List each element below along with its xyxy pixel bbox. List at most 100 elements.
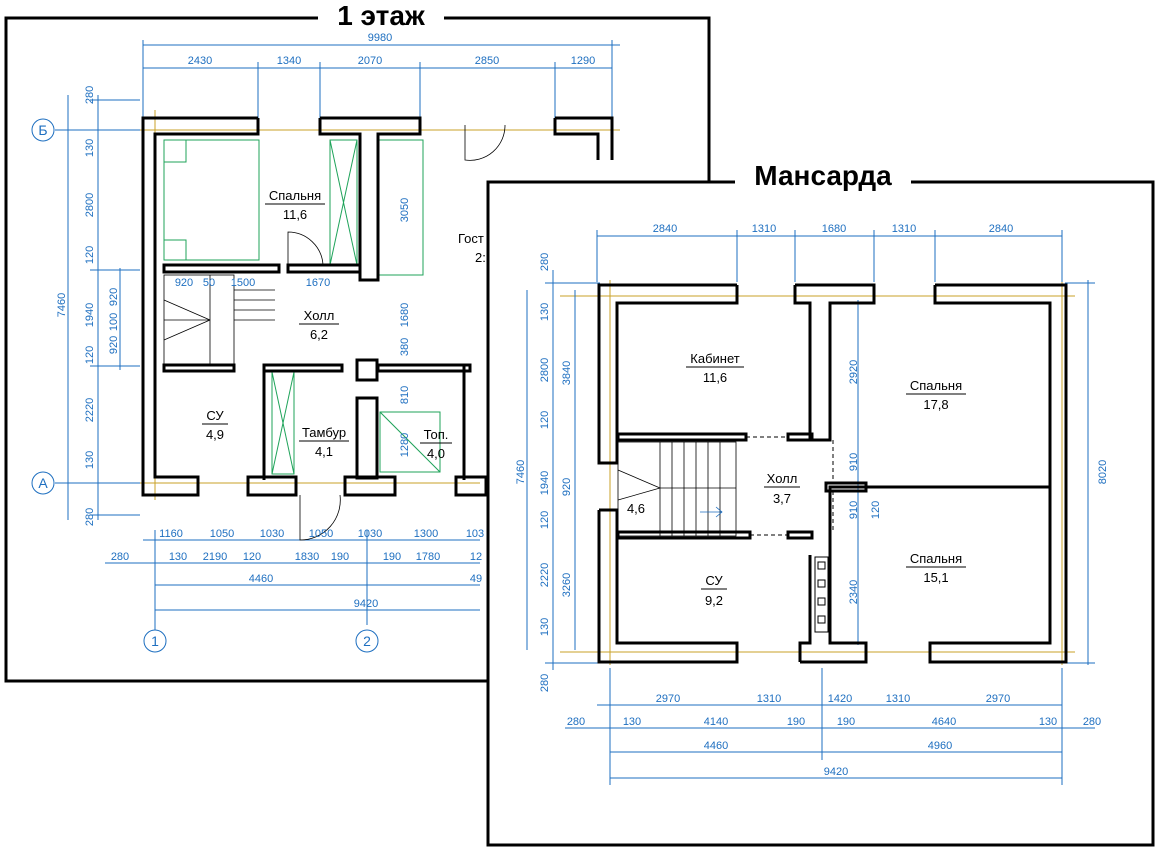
floor2-stair bbox=[617, 441, 737, 537]
svg-text:9980: 9980 bbox=[368, 32, 392, 44]
svg-text:130: 130 bbox=[169, 551, 187, 563]
room-spalnya1-name: Спальня bbox=[910, 378, 962, 393]
floor2-chimney bbox=[814, 556, 829, 633]
svg-text:2850: 2850 bbox=[475, 55, 499, 67]
svg-text:50: 50 bbox=[203, 277, 215, 289]
svg-text:910: 910 bbox=[848, 501, 860, 519]
svg-text:2220: 2220 bbox=[84, 398, 96, 422]
svg-text:1680: 1680 bbox=[822, 223, 846, 235]
room-holl-name: Холл bbox=[304, 308, 335, 323]
svg-text:130: 130 bbox=[84, 451, 96, 469]
floor1-dimension-texts: 9980 2430 1340 2070 2850 1290 7460 280 1… bbox=[56, 32, 595, 610]
svg-text:1310: 1310 bbox=[757, 693, 781, 705]
svg-text:2920: 2920 bbox=[848, 360, 860, 384]
svg-text:1420: 1420 bbox=[828, 693, 852, 705]
room-spalnya-area: 11,6 bbox=[283, 207, 307, 222]
svg-text:280: 280 bbox=[111, 551, 129, 563]
svg-text:1310: 1310 bbox=[892, 223, 916, 235]
svg-text:1500: 1500 bbox=[231, 277, 255, 289]
room-gost-area: 2: bbox=[475, 250, 486, 265]
room-stair-area: 4,6 bbox=[627, 501, 645, 516]
floor1-title: 1 этаж bbox=[337, 0, 426, 31]
svg-text:120: 120 bbox=[84, 246, 96, 264]
svg-text:1160: 1160 bbox=[159, 528, 183, 540]
room-su2-name: СУ bbox=[705, 573, 723, 588]
floor1-dimension-lines bbox=[67, 40, 620, 630]
svg-text:1050: 1050 bbox=[309, 528, 333, 540]
room-holl2-area: 3,7 bbox=[773, 491, 791, 506]
svg-text:2840: 2840 bbox=[653, 223, 677, 235]
svg-text:2220: 2220 bbox=[539, 563, 551, 587]
svg-text:280: 280 bbox=[539, 253, 551, 271]
room-su-name: СУ bbox=[206, 408, 224, 423]
svg-text:4640: 4640 bbox=[932, 716, 956, 728]
svg-text:2840: 2840 bbox=[989, 223, 1013, 235]
svg-text:7460: 7460 bbox=[56, 293, 68, 317]
floor2-plan: Мансарда bbox=[486, 158, 1155, 847]
room-kabinet-area: 11,6 bbox=[703, 370, 727, 385]
svg-text:3050: 3050 bbox=[399, 198, 411, 222]
svg-text:190: 190 bbox=[787, 716, 805, 728]
axis-a-label: А bbox=[38, 475, 48, 491]
floor1-room-labels: Спальня 11,6 Холл 6,2 СУ 4,9 Тамбур 4,1 … bbox=[202, 188, 486, 461]
svg-text:130: 130 bbox=[539, 303, 551, 321]
room-spalnya1-area: 17,8 bbox=[923, 397, 948, 412]
svg-text:280: 280 bbox=[84, 86, 96, 104]
svg-text:280: 280 bbox=[1083, 716, 1101, 728]
svg-text:1830: 1830 bbox=[295, 551, 319, 563]
svg-text:2430: 2430 bbox=[188, 55, 212, 67]
room-spalnya2-area: 15,1 bbox=[923, 570, 948, 585]
axis-1-label: 1 bbox=[151, 633, 159, 649]
floor1-doors bbox=[287, 124, 506, 541]
svg-text:1780: 1780 bbox=[416, 551, 440, 563]
svg-text:280: 280 bbox=[84, 508, 96, 526]
svg-text:4140: 4140 bbox=[704, 716, 728, 728]
floor2-title: Мансарда bbox=[754, 160, 892, 191]
floor2-frame bbox=[486, 180, 1155, 847]
svg-text:2340: 2340 bbox=[848, 580, 860, 604]
svg-text:2970: 2970 bbox=[986, 693, 1010, 705]
svg-text:920: 920 bbox=[561, 478, 573, 496]
floor2-dimension-texts: 2840 1310 1680 1310 2840 7460 280 130 28… bbox=[515, 223, 1109, 778]
svg-text:3260: 3260 bbox=[561, 573, 573, 597]
floor1-axis-markers: Б А 1 2 bbox=[31, 118, 379, 653]
room-top-area: 4,0 bbox=[427, 446, 445, 461]
svg-text:920: 920 bbox=[108, 336, 120, 354]
svg-text:8020: 8020 bbox=[1097, 460, 1109, 484]
svg-text:4460: 4460 bbox=[249, 573, 273, 585]
svg-text:910: 910 bbox=[848, 453, 860, 471]
svg-text:9420: 9420 bbox=[354, 598, 378, 610]
svg-text:190: 190 bbox=[383, 551, 401, 563]
svg-text:120: 120 bbox=[539, 411, 551, 429]
floor2-dimension-lines bbox=[526, 230, 1095, 785]
svg-text:130: 130 bbox=[623, 716, 641, 728]
svg-text:1030: 1030 bbox=[358, 528, 382, 540]
room-kabinet-name: Кабинет bbox=[690, 351, 739, 366]
svg-text:280: 280 bbox=[539, 674, 551, 692]
floor2-openings bbox=[746, 436, 834, 536]
svg-text:1300: 1300 bbox=[414, 528, 438, 540]
room-su-area: 4,9 bbox=[206, 427, 224, 442]
room-top-name: Топ. bbox=[424, 427, 449, 442]
room-spalnya-name: Спальня bbox=[269, 188, 321, 203]
floor2-room-labels: Кабинет 11,6 Спальня 17,8 Холл 3,7 4,6 С… bbox=[627, 351, 966, 608]
room-tambur-area: 4,1 bbox=[315, 444, 333, 459]
svg-text:1310: 1310 bbox=[886, 693, 910, 705]
svg-text:120: 120 bbox=[539, 511, 551, 529]
floor2-guides bbox=[560, 280, 1075, 665]
svg-text:1670: 1670 bbox=[306, 277, 330, 289]
room-holl2-name: Холл bbox=[767, 471, 798, 486]
svg-text:1340: 1340 bbox=[277, 55, 301, 67]
svg-text:1680: 1680 bbox=[399, 303, 411, 327]
svg-text:1050: 1050 bbox=[210, 528, 234, 540]
svg-text:130: 130 bbox=[84, 139, 96, 157]
svg-text:12: 12 bbox=[470, 551, 482, 563]
svg-text:1030: 1030 bbox=[260, 528, 284, 540]
svg-text:2800: 2800 bbox=[539, 358, 551, 382]
axis-b-label: Б bbox=[38, 122, 47, 138]
svg-text:920: 920 bbox=[175, 277, 193, 289]
svg-text:9420: 9420 bbox=[824, 766, 848, 778]
svg-text:130: 130 bbox=[539, 618, 551, 636]
svg-text:1290: 1290 bbox=[571, 55, 595, 67]
svg-text:280: 280 bbox=[567, 716, 585, 728]
